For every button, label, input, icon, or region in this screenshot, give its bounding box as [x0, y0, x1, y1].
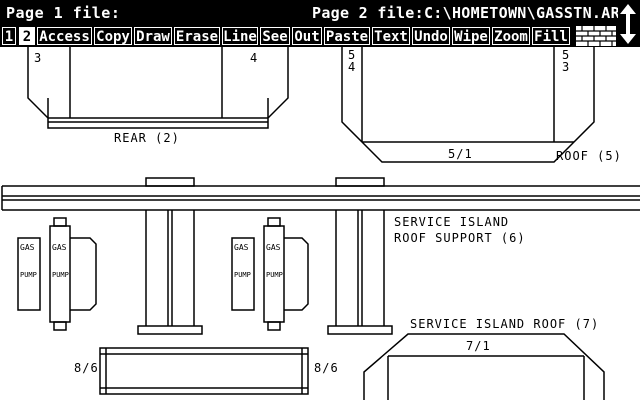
label-5-3: 5 3 — [562, 48, 571, 74]
menu-see[interactable]: See — [260, 27, 290, 45]
menu-copy[interactable]: Copy — [94, 27, 132, 45]
drawing-art — [1, 47, 640, 400]
menu-bar: 1 2 Access Copy Draw Erase Line See Out … — [0, 26, 600, 46]
menu-page-2[interactable]: 2 — [19, 27, 35, 45]
menu-wipe[interactable]: Wipe — [452, 27, 490, 45]
menu-erase[interactable]: Erase — [174, 27, 220, 45]
menu-undo[interactable]: Undo — [412, 27, 450, 45]
fill-pattern-icon[interactable] — [576, 26, 616, 46]
menu-page-1[interactable]: 1 — [2, 27, 16, 45]
pump-label: PUMP — [52, 271, 69, 279]
pump-label: PUMP — [266, 271, 283, 279]
menu-draw[interactable]: Draw — [134, 27, 172, 45]
pump-gas-label: GAS — [52, 243, 67, 252]
service-island-roof-label: SERVICE ISLAND ROOF (7) — [410, 317, 600, 331]
pump-label: PUMP — [234, 271, 251, 279]
label-3: 3 — [34, 51, 43, 65]
rear-label: REAR (2) — [114, 131, 180, 145]
title-bar: Page 1 file: Page 2 file:C:\HOMETOWN\GAS… — [0, 0, 640, 47]
page2-file-label: Page 2 file:C:\HOMETOWN\GASSTN.ART — [312, 4, 630, 22]
pump-label: PUMP — [20, 271, 37, 279]
pump-gas-label: GAS — [266, 243, 281, 252]
page-swap-arrow-icon[interactable] — [618, 2, 638, 46]
label-4: 4 — [250, 51, 259, 65]
pump-gas-label: GAS — [20, 243, 35, 252]
service-island-label: SERVICE ISLAND — [394, 215, 510, 229]
page1-file-label: Page 1 file: — [6, 4, 121, 22]
menu-line[interactable]: Line — [222, 27, 258, 45]
roof-label: ROOF (5) — [556, 149, 622, 163]
roof-support-label: ROOF SUPPORT (6) — [394, 231, 526, 245]
label-5-4: 5 4 — [348, 48, 357, 74]
menu-text[interactable]: Text — [372, 27, 410, 45]
base-right-label: 8/6 — [314, 361, 339, 375]
roof7-center-label: 7/1 — [466, 339, 491, 353]
pump-gas-label: GAS — [234, 243, 249, 252]
menu-out[interactable]: Out — [292, 27, 322, 45]
roof-center-label: 5/1 — [448, 147, 473, 161]
menu-zoom[interactable]: Zoom — [492, 27, 530, 45]
menu-paste[interactable]: Paste — [324, 27, 370, 45]
menu-access[interactable]: Access — [37, 27, 92, 45]
base-left-label: 8/6 — [74, 361, 99, 375]
drawing-canvas[interactable]: 3 4 REAR (2) 5 4 5 3 5/1 ROOF (5) SERVIC… — [0, 47, 640, 400]
menu-fill[interactable]: Fill — [532, 27, 570, 45]
